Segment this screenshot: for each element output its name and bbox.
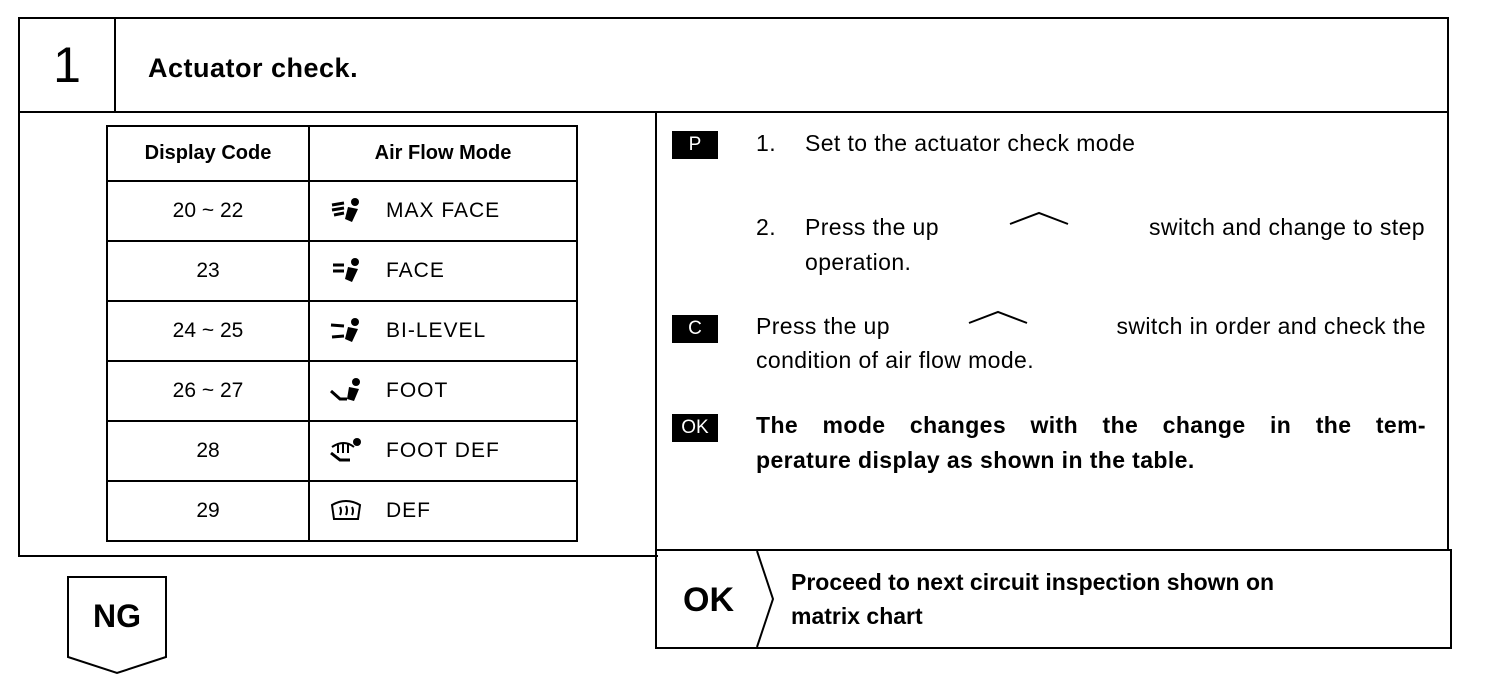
table-row: 28 FOOT DEF xyxy=(106,420,578,482)
table-row: 26 ~ 27 FOOT xyxy=(106,360,578,422)
chevron-right-icon xyxy=(756,550,775,648)
ok-badge: OK xyxy=(672,414,718,442)
foot-def-airflow-icon xyxy=(330,438,361,462)
step-number: 1 xyxy=(20,19,116,111)
table-header-row: Display Code Air Flow Mode xyxy=(106,125,578,182)
c-badge: C xyxy=(672,315,718,343)
display-code-cell: 23 xyxy=(106,240,310,302)
table-row: 23 FACE xyxy=(106,240,578,302)
face-airflow-icon xyxy=(333,258,359,282)
display-code-cell: 28 xyxy=(106,420,310,482)
up-switch-icon xyxy=(1009,211,1069,225)
air-flow-mode-label: BI-LEVEL xyxy=(386,319,487,342)
step-2-line-2: operation. xyxy=(805,249,912,275)
c-before-text: Press the up xyxy=(756,313,890,339)
step-1-number: 1. xyxy=(756,130,776,156)
left-panel-frame xyxy=(18,111,658,557)
ng-result-shape xyxy=(67,576,167,675)
step-2-text: Press the up switch and change to step xyxy=(805,210,1425,244)
up-switch-icon xyxy=(968,310,1028,324)
ok-line-1: The mode changes with the change in the … xyxy=(756,412,1426,438)
max-face-airflow-icon xyxy=(331,198,359,222)
ok-line-2: perature display as shown in the table. xyxy=(756,447,1195,473)
air-flow-mode-cell: MAX FACE xyxy=(308,180,578,242)
air-flow-mode-label: MAX FACE xyxy=(386,199,501,222)
ok-result-box: OK Proceed to next circuit inspection sh… xyxy=(655,549,1452,649)
ok-result-label: OK xyxy=(683,581,734,619)
ng-result-label: NG xyxy=(93,598,141,634)
air-flow-mode-label: FOOT xyxy=(386,379,449,402)
ok-result-text: Proceed to next circuit inspection shown… xyxy=(791,565,1274,633)
air-flow-mode-cell: FACE xyxy=(308,240,578,302)
bi-level-airflow-icon xyxy=(330,318,359,342)
step-1-text: Set to the actuator check mode xyxy=(805,130,1136,156)
display-code-cell: 26 ~ 27 xyxy=(106,360,310,422)
display-code-cell: 20 ~ 22 xyxy=(106,180,310,242)
table-row: 24 ~ 25 BI-LEVEL xyxy=(106,300,578,362)
foot-airflow-icon xyxy=(330,378,360,401)
step-2-after-text: switch and change to step xyxy=(1149,214,1425,240)
table-row: 29 DEF xyxy=(106,480,578,542)
c-line-2: condition of air flow mode. xyxy=(756,347,1034,373)
step-header: 1 Actuator check. xyxy=(18,17,1449,113)
column-header-air-flow-mode: Air Flow Mode xyxy=(308,125,578,182)
air-flow-mode-cell: DEF xyxy=(308,480,578,542)
p-badge: P xyxy=(672,131,718,159)
ok-result-text-line-2: matrix chart xyxy=(791,603,923,629)
air-flow-mode-label: FACE xyxy=(386,259,445,282)
c-text: Press the up switch in order and check t… xyxy=(756,309,1426,343)
step-2-before-text: Press the up xyxy=(805,214,939,240)
air-flow-mode-cell: FOOT DEF xyxy=(308,420,578,482)
step-title: Actuator check. xyxy=(148,53,359,83)
display-code-table: Display Code Air Flow Mode 20 ~ 22 MAX F… xyxy=(106,125,578,542)
step-2-number: 2. xyxy=(756,214,776,240)
air-flow-mode-label: FOOT DEF xyxy=(386,439,500,462)
air-flow-mode-label: DEF xyxy=(386,499,431,522)
defrost-icon xyxy=(330,500,362,520)
display-code-cell: 29 xyxy=(106,480,310,542)
display-code-cell: 24 ~ 25 xyxy=(106,300,310,362)
column-header-display-code: Display Code xyxy=(106,125,310,182)
table-row: 20 ~ 22 MAX FACE xyxy=(106,180,578,242)
ok-result-text-line-1: Proceed to next circuit inspection shown… xyxy=(791,569,1275,595)
air-flow-mode-cell: BI-LEVEL xyxy=(308,300,578,362)
right-panel-frame xyxy=(655,111,1449,551)
air-flow-mode-cell: FOOT xyxy=(308,360,578,422)
c-after-text: switch in order and check the xyxy=(1116,313,1426,339)
